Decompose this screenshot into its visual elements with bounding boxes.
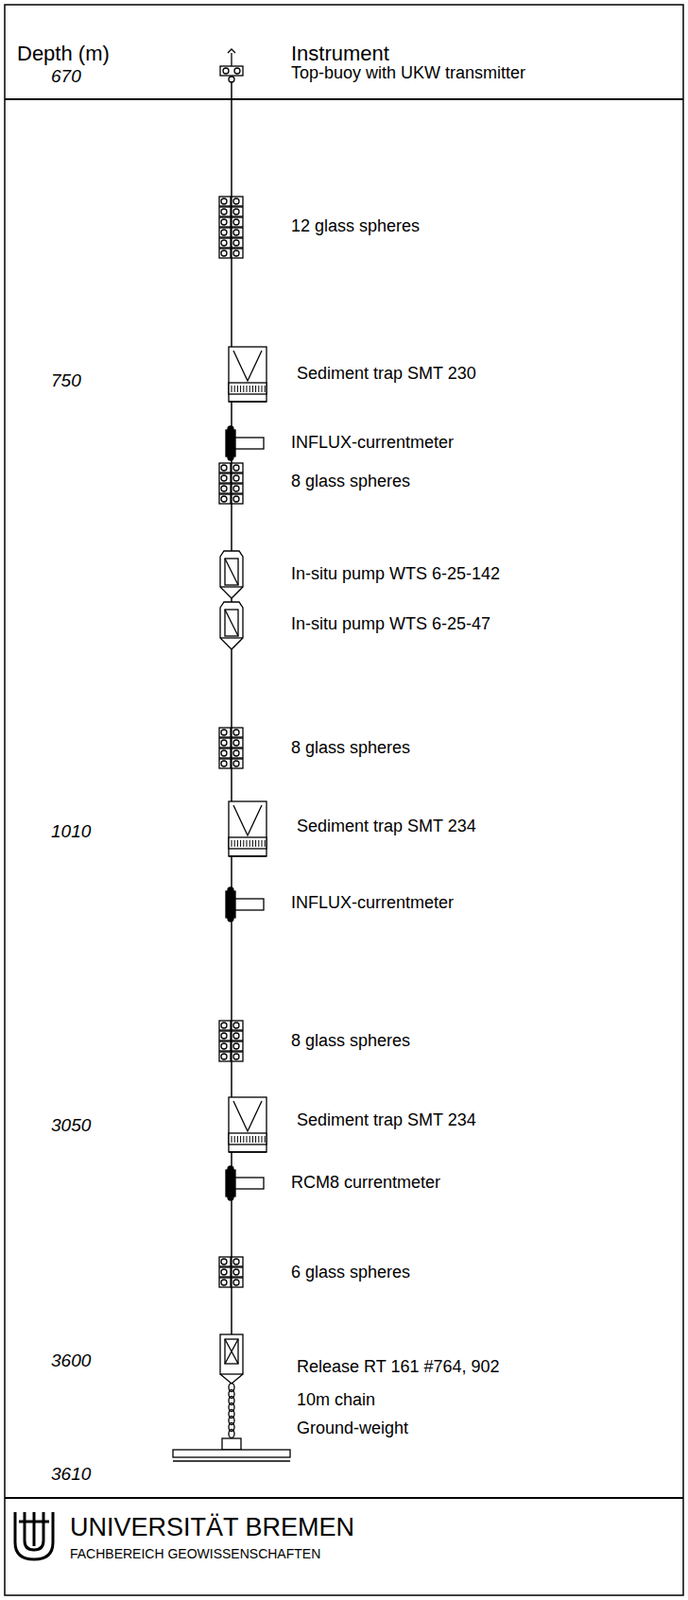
in-situ-pump bbox=[220, 602, 243, 650]
depth-value: 3610 bbox=[51, 1464, 91, 1485]
instrument-label: Top-buoy with UKW transmitter bbox=[291, 64, 526, 84]
header-rule bbox=[4, 98, 684, 101]
in-situ-pump bbox=[220, 550, 243, 599]
top-buoy bbox=[220, 49, 243, 83]
depth-value: 3050 bbox=[51, 1116, 91, 1136]
frame bbox=[4, 4, 684, 1596]
glass-spheres bbox=[219, 727, 243, 769]
instrument-label: Sediment trap SMT 234 bbox=[296, 1111, 477, 1131]
instrument-label: 10m chain bbox=[296, 1391, 376, 1411]
instrument-label: 8 glass spheres bbox=[291, 1032, 411, 1051]
depth-value: 3600 bbox=[51, 1351, 91, 1372]
sediment-trap bbox=[228, 801, 267, 857]
depth-value: 1010 bbox=[51, 822, 91, 843]
instrument-label: In-situ pump WTS 6-25-142 bbox=[291, 565, 500, 585]
instrument-label: In-situ pump WTS 6-25-47 bbox=[291, 615, 491, 635]
instrument-label: 8 glass spheres bbox=[291, 472, 411, 492]
chain bbox=[228, 1383, 235, 1439]
instrument-label: INFLUX-currentmeter bbox=[291, 433, 454, 453]
instrument-label: 6 glass spheres bbox=[291, 1263, 411, 1283]
glass-spheres bbox=[219, 196, 243, 258]
glass-spheres bbox=[219, 1020, 243, 1062]
instrument-label: Release RT 161 #764, 902 bbox=[296, 1358, 500, 1377]
instrument-label: 8 glass spheres bbox=[291, 739, 411, 758]
column-header: Depth (m) bbox=[17, 42, 110, 66]
glass-spheres bbox=[219, 463, 243, 504]
sediment-trap bbox=[228, 1097, 267, 1153]
depth-value: 670 bbox=[51, 67, 82, 87]
glass-spheres bbox=[219, 1256, 243, 1288]
acoustic-release bbox=[220, 1334, 243, 1384]
currentmeter bbox=[225, 887, 264, 922]
instrument-label: Sediment trap SMT 234 bbox=[296, 817, 477, 837]
instrument-label: Ground-weight bbox=[296, 1419, 409, 1439]
instrument-label: Sediment trap SMT 230 bbox=[296, 364, 477, 384]
mooring-line bbox=[230, 81, 233, 1350]
department-name: FACHBEREICH GEOWISSENSCHAFTEN bbox=[69, 1547, 321, 1562]
column-header: Instrument bbox=[291, 42, 390, 66]
instrument-label: 12 glass spheres bbox=[291, 217, 420, 237]
depth-value: 750 bbox=[51, 371, 82, 392]
currentmeter bbox=[225, 1166, 264, 1201]
sediment-trap bbox=[228, 346, 267, 402]
currentmeter bbox=[225, 426, 264, 461]
instrument-label: RCM8 currentmeter bbox=[291, 1173, 441, 1193]
institution-name: UNIVERSITÄT BREMEN bbox=[69, 1513, 355, 1543]
university-logo bbox=[15, 1512, 53, 1560]
instrument-label: INFLUX-currentmeter bbox=[291, 894, 454, 913]
ground-weight bbox=[172, 1438, 291, 1462]
footer-rule bbox=[4, 1496, 684, 1499]
